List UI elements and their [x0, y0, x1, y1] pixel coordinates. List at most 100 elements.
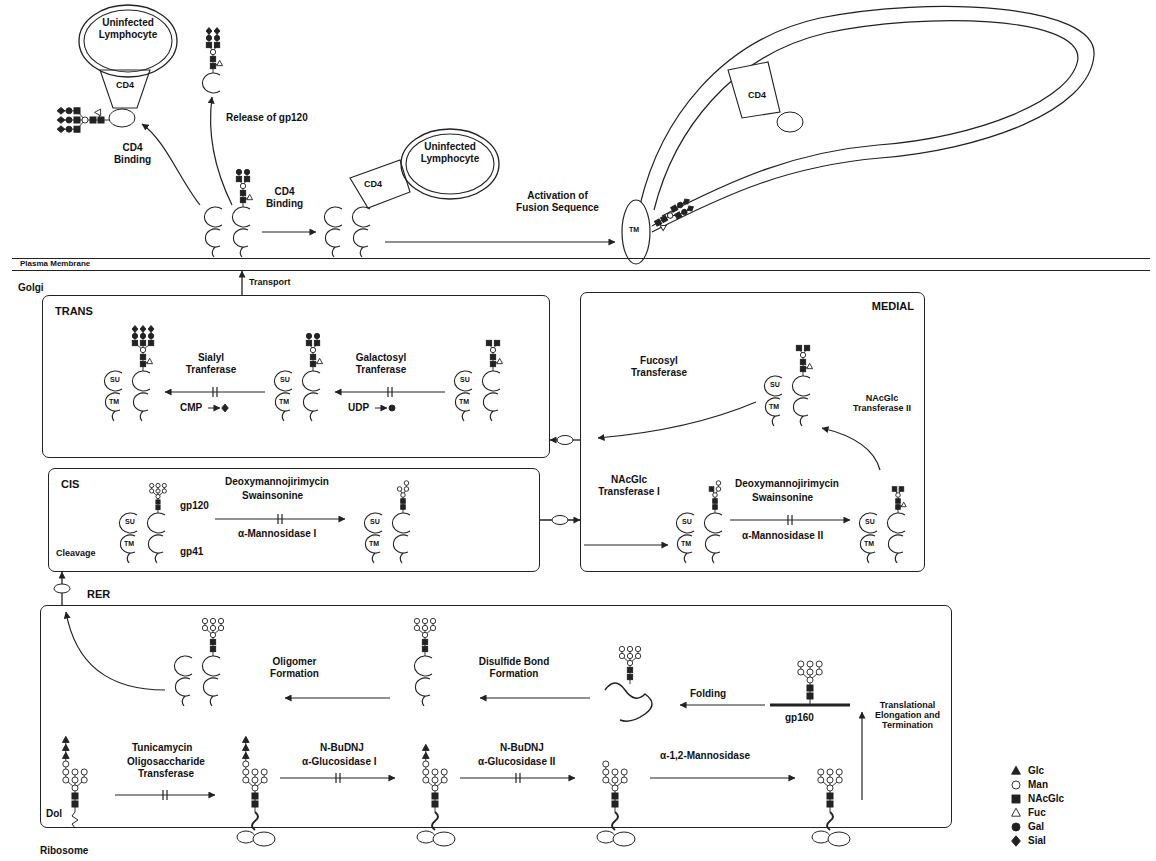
legend-item: NAcGlc	[1010, 792, 1064, 805]
sugar-symbol	[206, 42, 211, 47]
sugar-symbol	[317, 358, 323, 363]
sugar-symbol	[214, 42, 219, 47]
sugar-symbol	[827, 777, 833, 783]
sugar-symbol	[494, 340, 499, 345]
sugar-symbol	[140, 354, 145, 359]
sugar-symbol	[422, 646, 427, 651]
sugar-symbol	[66, 108, 72, 114]
protein-subunit	[704, 513, 722, 563]
sugar-symbol	[210, 625, 215, 630]
sugar-symbol	[603, 777, 609, 783]
sugar-symbol	[430, 625, 435, 630]
sugar-symbol	[90, 117, 96, 123]
lymphocyte-outline	[78, 4, 178, 78]
annotation-label: Oligomer Formation	[262, 656, 327, 680]
annotation-label: CD4 Binding	[262, 186, 307, 210]
sugar-symbol	[252, 793, 258, 799]
sugar-symbol	[804, 345, 809, 350]
sugar-symbol	[236, 176, 241, 181]
reaction-arrow	[335, 391, 445, 392]
protein-subunit	[174, 656, 192, 706]
sugar-symbol	[716, 487, 721, 492]
glycan	[649, 197, 697, 234]
sugar-symbol	[816, 661, 822, 667]
glycan-bond	[830, 788, 831, 812]
legend-text: Man	[1028, 778, 1048, 791]
sugar-symbol	[210, 618, 215, 623]
transport-arrow	[241, 271, 242, 295]
sugar-symbol	[222, 404, 229, 412]
annotation-label: α-Mannosidase I	[238, 528, 316, 540]
glycan-bond	[243, 186, 244, 207]
sugar-symbol	[156, 505, 160, 509]
sugar-symbol	[252, 785, 258, 791]
sugar-symbol	[72, 769, 78, 775]
ribosome	[613, 832, 635, 846]
sugar-symbol	[896, 505, 901, 510]
protein-subunit	[302, 371, 320, 421]
sugar-symbol	[899, 487, 904, 492]
sugar-symbol	[314, 340, 319, 345]
glycan-bond	[630, 663, 631, 684]
ribosome	[417, 831, 435, 843]
subunit-label: TM	[769, 403, 779, 411]
annotation-label: gp160	[785, 712, 814, 724]
sugar-symbol	[72, 777, 78, 783]
glycan-bond	[213, 635, 214, 656]
annotation-label: N-BuDNJ	[500, 742, 544, 754]
sugar-symbol	[310, 361, 315, 366]
glycan	[414, 618, 435, 656]
sugar-symbol	[807, 669, 813, 675]
sugar-symbol	[210, 63, 215, 68]
subunit-label: SU	[370, 518, 380, 526]
sugar-symbol	[74, 117, 80, 123]
legend-text: NAcGlc	[1028, 792, 1064, 805]
sugar-symbol	[490, 361, 495, 366]
sugar-symbol	[612, 793, 618, 799]
legend-text: Fuc	[1028, 806, 1046, 819]
sugar-symbol	[81, 769, 87, 775]
sugar-symbol	[800, 352, 805, 357]
subunit-label: TM	[864, 540, 874, 548]
sugar-symbol	[807, 685, 813, 691]
sugar-symbol	[432, 777, 438, 783]
reaction-arrow	[680, 704, 765, 705]
sugar-symbol	[709, 487, 714, 492]
sugar-symbol	[621, 769, 627, 775]
sugar-symbol	[63, 777, 69, 783]
sugar-symbol	[156, 483, 160, 487]
sugar-symbol	[422, 744, 429, 750]
legend-symbol	[1010, 835, 1022, 847]
sugar-symbol	[242, 752, 249, 758]
sugar-symbol	[247, 194, 253, 199]
glycan-bond	[803, 355, 804, 376]
sugar-symbol	[150, 483, 154, 487]
sugar-symbol	[72, 785, 78, 791]
sugar-symbol	[635, 646, 640, 651]
sugar-symbol	[132, 333, 137, 338]
sugar-symbol	[242, 744, 249, 750]
annotation-label: Fucosyl Transferase	[625, 355, 693, 379]
sugar-symbol	[818, 769, 824, 775]
sugar-symbol	[389, 405, 395, 411]
reaction-arrow	[598, 402, 756, 438]
annotation-label: Disulfide Bond Formation	[470, 656, 558, 680]
sugar-symbol	[244, 176, 249, 181]
sugar-symbol	[671, 205, 678, 212]
cd4-receptor	[728, 62, 780, 118]
legend-symbol	[1010, 779, 1022, 791]
reaction-arrow	[115, 794, 215, 795]
annotation-label: CD4	[116, 80, 134, 90]
sugar-symbol	[202, 625, 207, 630]
sugar-symbol	[214, 35, 219, 40]
reaction-arrow	[215, 518, 345, 519]
sugar-symbol	[414, 618, 419, 623]
glycan-bond	[615, 788, 616, 812]
legend-text: Sial	[1028, 834, 1046, 847]
sugar-symbol	[432, 769, 438, 775]
sugar-symbol	[827, 793, 833, 799]
subunit-label: SU	[460, 376, 470, 384]
sugar-symbol	[1012, 823, 1020, 831]
legend-item: Sial	[1010, 834, 1046, 847]
